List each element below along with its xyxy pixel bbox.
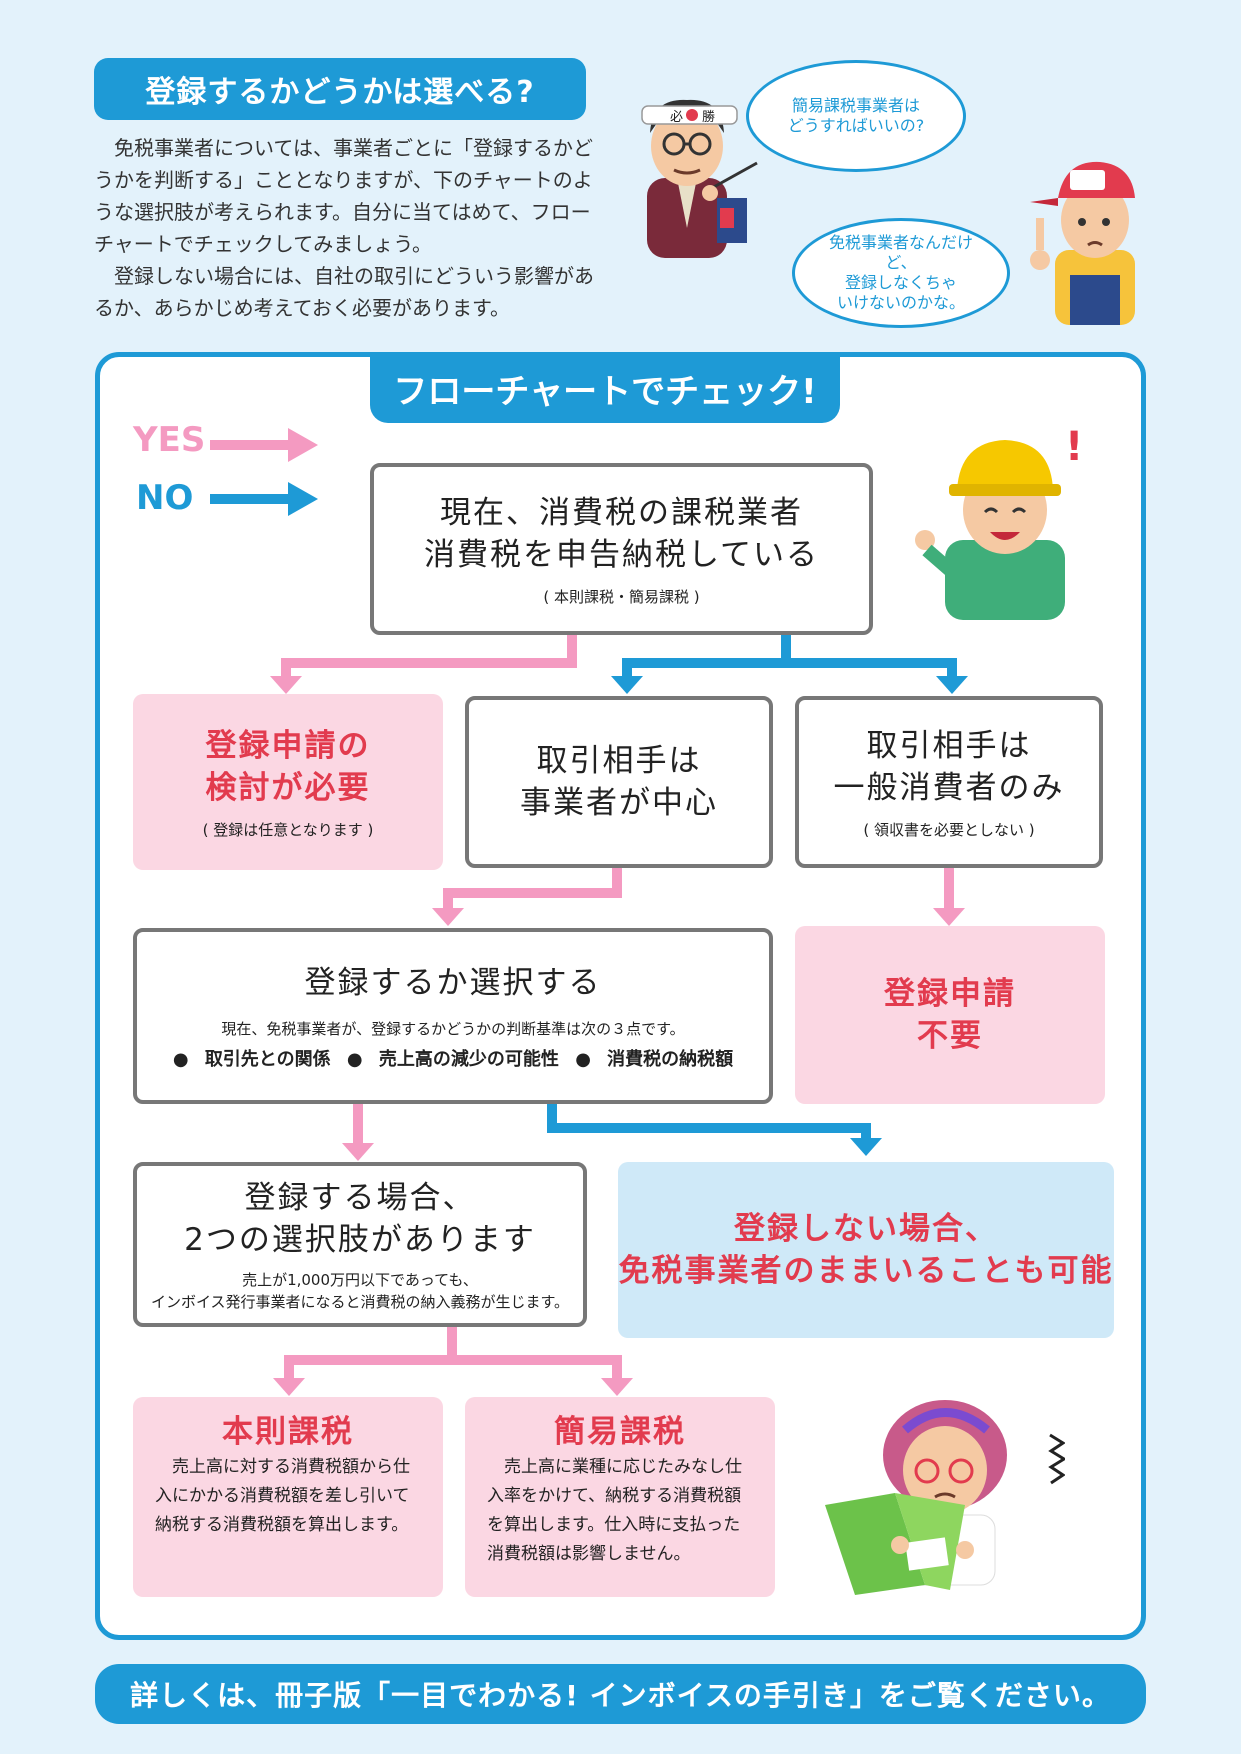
unnecessary-line-2: 不要 bbox=[917, 1018, 983, 1054]
start-note: ( 本則課税・簡易課税 ) bbox=[543, 587, 700, 606]
no-register-line-1: 登録しない場合、 bbox=[734, 1211, 998, 1247]
no-register-line-2: 免税事業者のままいることも可能 bbox=[618, 1253, 1114, 1289]
legend-yes-label: YES bbox=[133, 420, 206, 460]
consumer-note: ( 領収書を必要としない ) bbox=[863, 820, 1035, 839]
legend-arrows bbox=[210, 428, 318, 516]
simplified-taxation-box: 簡易課税 売上高に業種に応じたみなし仕入率をかけて、納税する消費税額を算出します… bbox=[465, 1397, 775, 1597]
review-needed-box: 登録申請の 検討が必要 ( 登録は任意となります ) bbox=[133, 694, 443, 870]
review-line-1: 登録申請の bbox=[205, 727, 371, 764]
application-unnecessary-box: 登録申請 不要 bbox=[795, 926, 1105, 1104]
headband-text-2: 勝 bbox=[702, 110, 715, 125]
simplified-taxation-desc: 売上高に業種に応じたみなし仕入率をかけて、納税する消費税額を算出します。仕入時に… bbox=[487, 1457, 742, 1564]
flowchart-title: フローチャートでチェック! bbox=[370, 353, 840, 423]
business-partner-box: 取引相手は 事業者が中心 bbox=[465, 696, 773, 868]
review-line-2: 検討が必要 bbox=[205, 769, 371, 806]
legend-no-arrow bbox=[210, 494, 290, 504]
no-register-box: 登録しない場合、 免税事業者のままいることも可能 bbox=[618, 1162, 1114, 1338]
criteria-item-2: 売上高の減少の可能性 bbox=[378, 1048, 559, 1070]
choose-registration-box: 登録するか選択する 現在、免税事業者が、登録するかどうかの判断基準は次の３点です… bbox=[133, 928, 773, 1104]
choose-note: 現在、免税事業者が、登録するかどうかの判断基準は次の３点です。 bbox=[221, 1019, 685, 1038]
criteria-item-1: 取引先との関係 bbox=[204, 1048, 331, 1070]
teacher-illustration: 必 勝 bbox=[641, 99, 758, 258]
criteria-item-3: 消費税の納税額 bbox=[607, 1048, 734, 1070]
simplified-taxation-title: 簡易課税 bbox=[554, 1414, 686, 1450]
section-title: 登録するかどうかは選べる? bbox=[94, 58, 586, 120]
start-line-1: 現在、消費税の課税業者 bbox=[440, 494, 803, 531]
register-note-2: インボイス発行事業者になると消費税の納入義務が生じます。 bbox=[150, 1292, 570, 1311]
footer-banner: 詳しくは、冊子版「一目でわかる! インボイスの手引き」をご覧ください。 bbox=[95, 1664, 1146, 1724]
consumer-only-box: 取引相手は 一般消費者のみ ( 領収書を必要としない ) bbox=[795, 696, 1103, 868]
headband-text-1: 必 bbox=[670, 110, 683, 125]
standard-taxation-desc: 売上高に対する消費税額から仕入にかかる消費税額を差し引いて納税する消費税額を算出… bbox=[155, 1457, 410, 1535]
criteria-bullet: ● bbox=[172, 1048, 205, 1070]
legend-no-label: NO bbox=[136, 478, 194, 518]
start-line-2: 消費税を申告納税している bbox=[423, 536, 820, 573]
criteria-bullet: ● bbox=[575, 1048, 608, 1070]
consumer-line-2: 一般消費者のみ bbox=[833, 769, 1065, 806]
legend-yes-arrow bbox=[210, 440, 290, 450]
business-line-1: 取引相手は bbox=[536, 743, 702, 779]
intro-text: 免税事業者については、事業者ごとに「登録するかどうかを判断する」こととなりますが… bbox=[94, 132, 594, 324]
speech-bubble-2: 免税事業者なんだけど、 登録しなくちゃ いけないのかな。 bbox=[792, 218, 1010, 328]
worker-red-cap-illustration bbox=[1030, 161, 1135, 325]
intro-paragraph-2: 登録しない場合には、自社の取引にどういう影響があるか、あらかじめ考えておく必要が… bbox=[94, 264, 594, 320]
register-line-2: 2つの選択肢があります bbox=[184, 1221, 536, 1258]
criteria-list: ● 取引先との関係 ● 売上高の減少の可能性 ● 消費税の納税額 bbox=[173, 1045, 733, 1071]
speech-bubble-1: 簡易課税事業者は どうすればいいの? bbox=[746, 60, 966, 172]
exclamation-icon: ! bbox=[1065, 424, 1083, 470]
standard-taxation-box: 本則課税 売上高に対する消費税額から仕入にかかる消費税額を差し引いて納税する消費… bbox=[133, 1397, 443, 1597]
unnecessary-line-1: 登録申請 bbox=[884, 976, 1016, 1012]
worker-helmet-illustration: ! bbox=[915, 424, 1083, 620]
register-note-1: 売上が1,000万円以下であっても、 bbox=[242, 1270, 478, 1289]
register-case-box: 登録する場合、 2つの選択肢があります 売上が1,000万円以下であっても、 イ… bbox=[133, 1162, 587, 1327]
choose-title: 登録するか選択する bbox=[304, 964, 602, 1001]
start-box: 現在、消費税の課税業者 消費税を申告納税している ( 本則課税・簡易課税 ) bbox=[370, 463, 873, 635]
worry-lines-icon bbox=[1048, 1433, 1065, 1485]
business-line-2: 事業者が中心 bbox=[520, 785, 718, 821]
register-line-1: 登録する場合、 bbox=[244, 1179, 476, 1216]
intro-paragraph-1: 免税事業者については、事業者ごとに「登録するかどうかを判断する」こととなりますが… bbox=[94, 136, 593, 256]
criteria-bullet: ● bbox=[346, 1048, 379, 1070]
reading-woman-illustration bbox=[825, 1400, 1065, 1595]
consumer-line-1: 取引相手は bbox=[866, 727, 1032, 764]
standard-taxation-title: 本則課税 bbox=[222, 1414, 354, 1450]
review-note: ( 登録は任意となります ) bbox=[202, 820, 374, 839]
